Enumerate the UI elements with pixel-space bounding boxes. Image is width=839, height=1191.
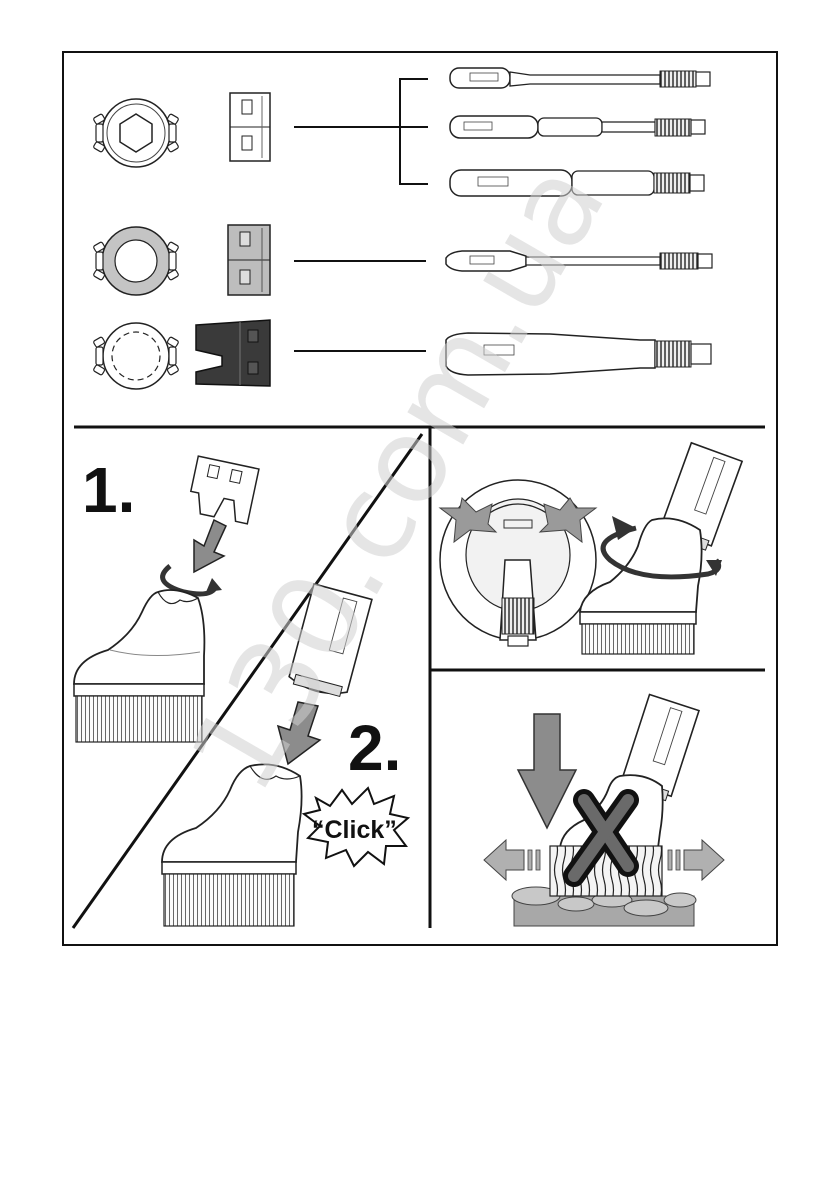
step-1-label: 1. (82, 454, 135, 526)
click-sound-label: “Click” (312, 816, 397, 844)
clip-adapter-gray (228, 225, 270, 295)
clip-adapter-white (230, 93, 270, 161)
clip-adapter-dark (196, 320, 270, 386)
step-2-label: 2. (348, 712, 401, 784)
spray-lance-medium (450, 116, 705, 138)
